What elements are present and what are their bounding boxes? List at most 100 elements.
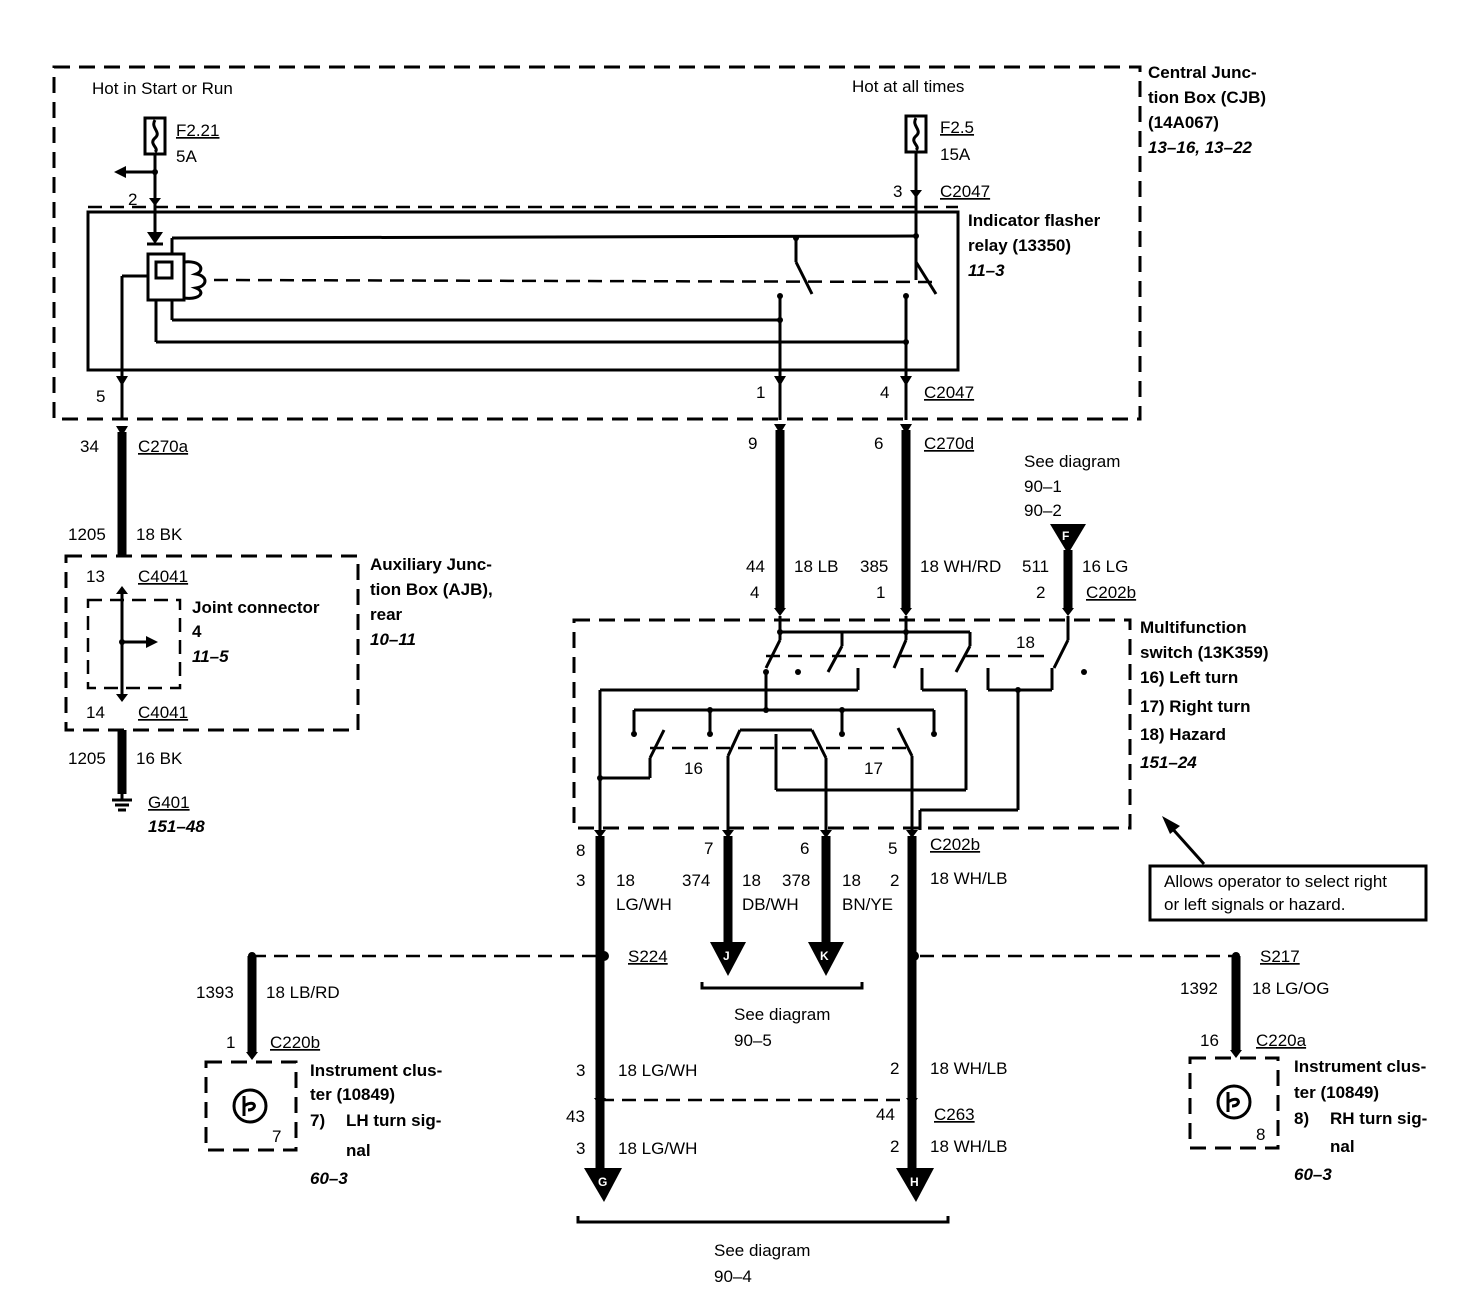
- wire-18lbrd: 18 LB/RD: [266, 983, 340, 1002]
- svg-text:Auxiliary Junc-: Auxiliary Junc-: [370, 555, 492, 574]
- pin-5: 5: [96, 387, 105, 406]
- conn-c2047-bottom: C2047: [924, 383, 974, 402]
- svg-text:151–24: 151–24: [1140, 753, 1197, 772]
- pin-6-top: 6: [874, 434, 883, 453]
- svg-text:LH turn sig-: LH turn sig-: [346, 1111, 441, 1130]
- joint-connector-box: [86, 598, 182, 690]
- svg-text:18) Hazard: 18) Hazard: [1140, 725, 1226, 744]
- rh-pin-8: 8: [1256, 1125, 1265, 1144]
- svg-text:nal: nal: [1330, 1137, 1355, 1156]
- circuit-1392: 1392: [1180, 979, 1218, 998]
- pin-1-mfs: 1: [876, 583, 885, 602]
- svg-text:Indicator flasher: Indicator flasher: [968, 211, 1101, 230]
- joint-connector-num: 4: [192, 622, 202, 641]
- pin-13: 13: [86, 567, 105, 586]
- rh-cluster-boundary: [1188, 1056, 1280, 1150]
- conn-c202b-bot: C202b: [930, 835, 980, 854]
- svg-text:Central Junc-: Central Junc-: [1148, 63, 1257, 82]
- connector-j: J: [723, 949, 730, 963]
- connector-g-arrow: [584, 1168, 622, 1202]
- see-diagram-f: See diagram 90–1 90–2: [1024, 452, 1120, 520]
- wire-18lb: 18 LB: [794, 557, 838, 576]
- sw-18-label: 18: [1016, 633, 1035, 652]
- svg-text:60–3: 60–3: [1294, 1165, 1332, 1184]
- wire-18whrd: 18 WH/RD: [920, 557, 1001, 576]
- joint-connector-label: Joint connector: [192, 598, 320, 617]
- pin-5-bot: 5: [888, 839, 897, 858]
- svg-text:60–3: 60–3: [310, 1169, 348, 1188]
- svg-text:90–2: 90–2: [1024, 501, 1062, 520]
- svg-text:See diagram: See diagram: [714, 1241, 810, 1260]
- hot-start-run-label: Hot in Start or Run: [92, 79, 233, 98]
- conn-c270d: C270d: [924, 434, 974, 453]
- wire-18whlb-top: 18 WH/LB: [930, 869, 1007, 888]
- pin-43: 43: [566, 1107, 585, 1126]
- conn-c4041-b: C4041: [138, 703, 188, 722]
- svg-text:15A: 15A: [940, 145, 971, 164]
- conn-c202b-top: C202b: [1086, 583, 1136, 602]
- svg-text:17) Right turn: 17) Right turn: [1140, 697, 1251, 716]
- circuit-1393: 1393: [196, 983, 234, 1002]
- svg-text:8): 8): [1294, 1109, 1309, 1128]
- rh-pin-16: 16: [1200, 1031, 1219, 1050]
- wire-dbwh: DB/WH: [742, 895, 799, 914]
- relay-label: Indicator flasher relay (13350) 11–3: [968, 211, 1101, 280]
- joint-connector-ref: 11–5: [192, 647, 229, 666]
- note-line-2: or left signals or hazard.: [1164, 895, 1345, 914]
- svg-text:10–11: 10–11: [370, 630, 416, 649]
- wire-18bk: 18 BK: [136, 525, 183, 544]
- circuit-44-top: 44: [746, 557, 765, 576]
- circuit-378: 378: [782, 871, 810, 890]
- svg-text:tion Box (CJB): tion Box (CJB): [1148, 88, 1266, 107]
- circuit-511: 511: [1022, 557, 1049, 576]
- wire-16bk: 16 BK: [136, 749, 183, 768]
- svg-text:relay (13350): relay (13350): [968, 236, 1071, 255]
- wire-18lgog: 18 LG/OG: [1252, 979, 1329, 998]
- svg-text:Multifunction: Multifunction: [1140, 618, 1247, 637]
- sw-17-label: 17: [864, 759, 883, 778]
- see-diagram-gh: See diagram 90–4: [714, 1241, 810, 1286]
- conn-c270a: C270a: [138, 437, 189, 456]
- svg-text:switch (13K359): switch (13K359): [1140, 643, 1269, 662]
- connector-h-arrow: [896, 1168, 934, 1202]
- lh-cluster-label: Instrument clus- ter (10849) 7) LH turn …: [310, 1061, 442, 1188]
- wire-18-a: 18: [616, 871, 635, 890]
- svg-text:F2.21: F2.21: [176, 121, 219, 140]
- lh-pin-1: 1: [226, 1033, 235, 1052]
- splice-s217: S217: [1260, 947, 1300, 966]
- svg-text:RH turn sig-: RH turn sig-: [1330, 1109, 1427, 1128]
- pin-3: 3: [893, 182, 902, 201]
- pin-44-bot: 44: [876, 1105, 895, 1124]
- wire-lgwh-a: LG/WH: [616, 895, 672, 914]
- wire-18-c: 18: [842, 871, 861, 890]
- svg-text:See diagram: See diagram: [1024, 452, 1120, 471]
- mfs-boundary: [572, 618, 1132, 830]
- conn-c2047-top: C2047: [940, 182, 990, 201]
- connector-k: K: [820, 949, 829, 963]
- ajb-label: Auxiliary Junc- tion Box (AJB), rear 10–…: [370, 555, 493, 649]
- svg-text:rear: rear: [370, 605, 403, 624]
- wire-18whlb-b: 18 WH/LB: [930, 1059, 1007, 1078]
- sw-16-label: 16: [684, 759, 703, 778]
- pin-4: 4: [880, 383, 889, 402]
- pin-3-b: 3: [576, 1061, 585, 1080]
- splice-s217-dot: [909, 951, 919, 961]
- conn-c4041-a: C4041: [138, 567, 188, 586]
- svg-text:ter (10849): ter (10849): [310, 1085, 395, 1104]
- circuit-374: 374: [682, 871, 710, 890]
- fuse-f2-5: F2.5 15A: [904, 114, 974, 164]
- pin-3-c: 3: [576, 1139, 585, 1158]
- pin-14: 14: [86, 703, 105, 722]
- pin-7-bot: 7: [704, 839, 713, 858]
- rh-turn-lamp-icon: [1216, 1084, 1252, 1120]
- connector-k-arrow: [808, 942, 844, 976]
- wire-bnye: BN/YE: [842, 895, 893, 914]
- svg-text:11–3: 11–3: [968, 261, 1005, 280]
- cjb-boundary: [52, 65, 1142, 421]
- svg-text:F2.5: F2.5: [940, 118, 974, 137]
- wire-18whlb-c: 18 WH/LB: [930, 1137, 1007, 1156]
- svg-text:13–16, 13–22: 13–16, 13–22: [1148, 138, 1253, 157]
- mfs-label: Multifunction switch (13K359) 16) Left t…: [1140, 618, 1269, 772]
- svg-text:ter (10849): ter (10849): [1294, 1083, 1379, 1102]
